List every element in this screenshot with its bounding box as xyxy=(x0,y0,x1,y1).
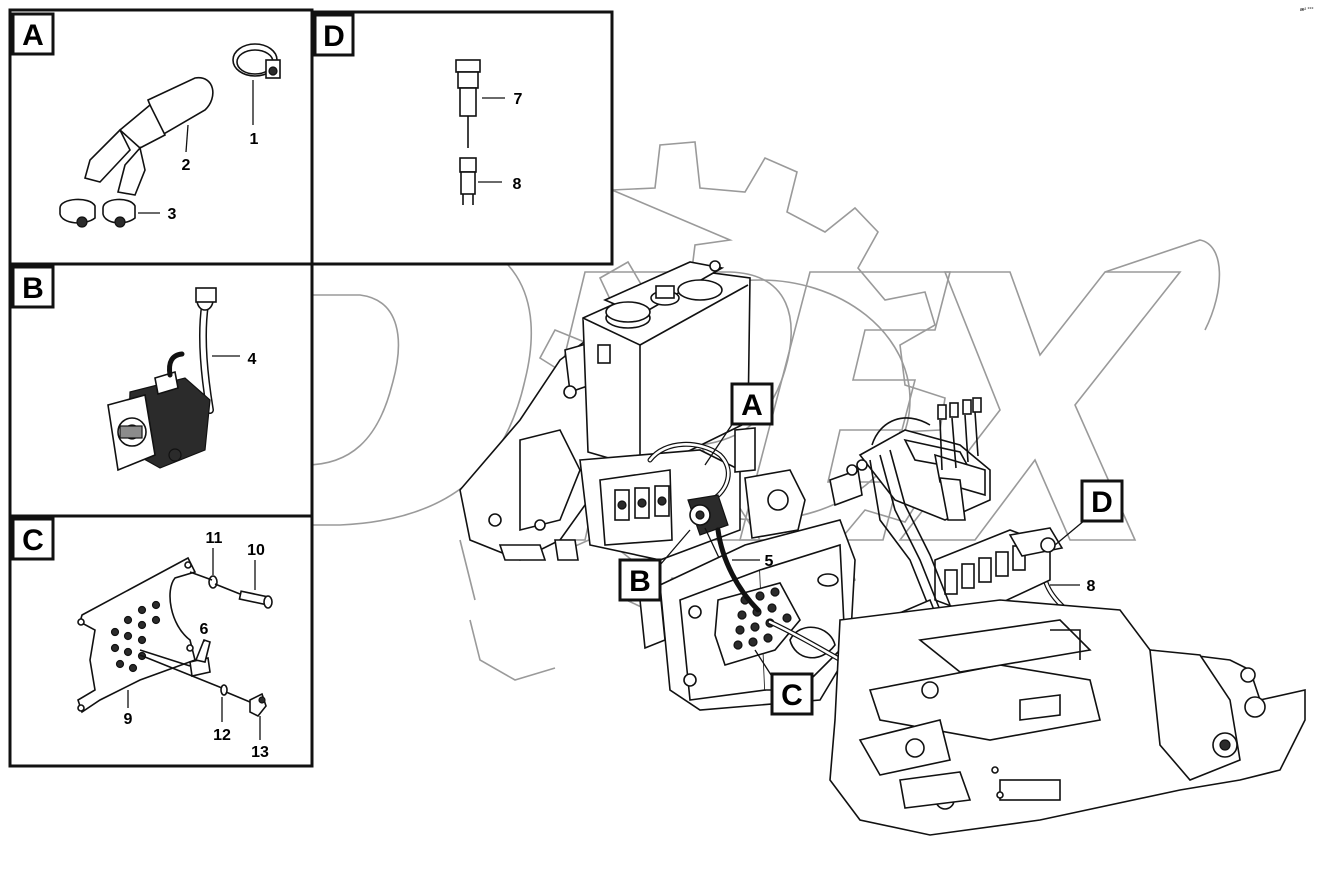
callout-12: 12 xyxy=(213,727,231,744)
callout-letter-c: C xyxy=(781,679,803,712)
callout-letter-b: B xyxy=(629,565,651,598)
callout-box-d xyxy=(1080,479,1124,523)
callout-letter-d: D xyxy=(1091,486,1113,519)
callout-9: 9 xyxy=(124,711,133,728)
small-clamp-3b xyxy=(102,198,136,224)
panel-d-letter: D xyxy=(323,20,345,53)
panel-d-badge xyxy=(313,13,355,57)
panel-c-badge xyxy=(11,517,55,561)
callout-3: 3 xyxy=(168,206,177,223)
callout-7: 7 xyxy=(514,91,523,108)
callout-8: 8 xyxy=(1087,578,1096,595)
callout-10: 10 xyxy=(247,542,265,559)
fitting-8 xyxy=(459,157,477,173)
panel-a: A 1 2 3 xyxy=(8,8,314,266)
callout-box-b xyxy=(618,558,662,602)
panel-d: D 7 8 xyxy=(310,10,614,266)
mounting-plate-9 xyxy=(77,556,197,714)
small-clamp-3a xyxy=(59,198,96,224)
panel-b: B 4 xyxy=(8,262,314,518)
hose-2 xyxy=(146,77,214,137)
main-callouts: A B C D 5 8 xyxy=(618,382,1124,716)
machine-assembly xyxy=(459,260,1306,836)
fitting-7 xyxy=(455,59,481,73)
callout-11: 11 xyxy=(206,530,223,547)
panel-b-letter: B xyxy=(22,272,44,305)
callout-5: 5 xyxy=(765,553,774,570)
panel-c: C 11 10 xyxy=(8,514,314,768)
callout-4: 4 xyxy=(248,351,257,368)
panel-d-frame xyxy=(310,10,614,266)
callout-13: 13 xyxy=(251,744,269,761)
callout-box-a xyxy=(730,382,774,426)
washer-11 xyxy=(208,575,218,589)
corner-mark: æ² °°° xyxy=(1300,7,1314,13)
o-ring-12 xyxy=(220,684,228,696)
panel-a-letter: A xyxy=(22,19,44,52)
callout-6: 6 xyxy=(200,621,209,638)
callout-1: 1 xyxy=(250,131,259,148)
callout-letter-a: A xyxy=(741,389,763,422)
callout-box-c xyxy=(770,672,814,716)
callout-2: 2 xyxy=(182,157,191,174)
panel-c-letter: C xyxy=(22,524,44,557)
panel-b-badge xyxy=(11,265,55,309)
callout-8-detail: 8 xyxy=(513,176,522,193)
panel-a-badge xyxy=(11,12,55,56)
